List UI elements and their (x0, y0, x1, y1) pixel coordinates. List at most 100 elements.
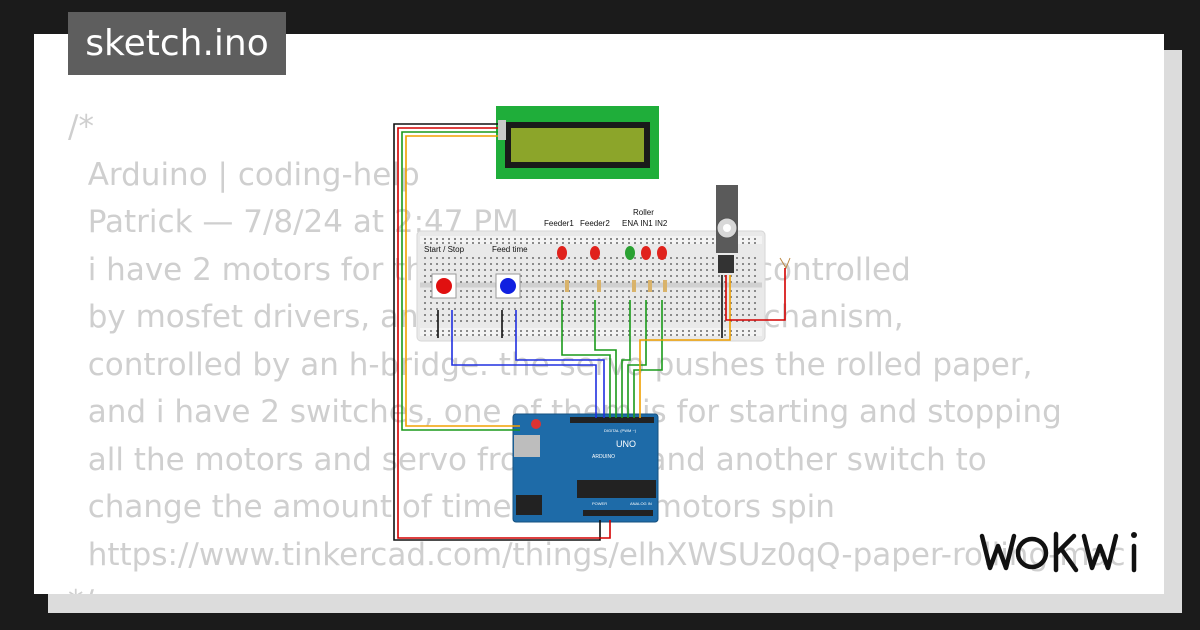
breadboard-hole (622, 296, 624, 298)
breadboard-hole (472, 308, 474, 310)
breadboard-hole (700, 296, 702, 298)
breadboard-hole (658, 314, 660, 316)
breadboard-hole (496, 308, 498, 310)
breadboard-hole (724, 320, 726, 322)
breadboard-hole (622, 263, 624, 265)
breadboard-hole (604, 238, 606, 240)
breadboard-rail-bottom (420, 328, 762, 336)
breadboard-hole (538, 290, 540, 292)
breadboard-hole (616, 275, 618, 277)
breadboard-hole (610, 281, 612, 283)
breadboard-hole (436, 334, 438, 336)
breadboard-hole (430, 302, 432, 304)
breadboard-hole (430, 281, 432, 283)
breadboard-hole (676, 330, 678, 332)
breadboard-hole (610, 330, 612, 332)
breadboard-hole (496, 330, 498, 332)
breadboard-hole (598, 314, 600, 316)
breadboard-hole (622, 308, 624, 310)
breadboard-hole (460, 320, 462, 322)
breadboard-hole (430, 330, 432, 332)
breadboard-hole (466, 242, 468, 244)
breadboard-hole (520, 308, 522, 310)
breadboard-hole (586, 269, 588, 271)
breadboard-hole (466, 330, 468, 332)
breadboard-hole (604, 269, 606, 271)
file-tab[interactable]: sketch.ino (68, 12, 286, 75)
breadboard-hole (688, 320, 690, 322)
arduino-power-label: POWER (592, 501, 607, 506)
breadboard-hole (712, 308, 714, 310)
breadboard-hole (742, 257, 744, 259)
breadboard-hole (430, 275, 432, 277)
breadboard-hole (466, 257, 468, 259)
wokwi-logo[interactable] (978, 526, 1150, 576)
breadboard-hole (748, 330, 750, 332)
breadboard-hole (454, 302, 456, 304)
breadboard-hole (658, 320, 660, 322)
breadboard-hole (532, 314, 534, 316)
breadboard-hole (484, 281, 486, 283)
breadboard-hole (460, 308, 462, 310)
breadboard-hole (724, 281, 726, 283)
breadboard-hole (538, 308, 540, 310)
breadboard-hole (580, 334, 582, 336)
breadboard-hole (736, 330, 738, 332)
breadboard-hole (484, 238, 486, 240)
breadboard-hole (526, 296, 528, 298)
breadboard-hole (688, 263, 690, 265)
breadboard-hole (694, 242, 696, 244)
breadboard-hole (538, 302, 540, 304)
breadboard-hole (502, 263, 504, 265)
breadboard-hole (724, 296, 726, 298)
breadboard-hole (472, 263, 474, 265)
breadboard-hole (454, 330, 456, 332)
arduino-digital-label: DIGITAL (PWM ~) (604, 428, 637, 433)
breadboard-hole (700, 275, 702, 277)
breadboard-hole (448, 257, 450, 259)
breadboard-hole (664, 308, 666, 310)
breadboard-hole (592, 269, 594, 271)
breadboard-hole (598, 296, 600, 298)
breadboard-hole (598, 302, 600, 304)
breadboard-hole (724, 275, 726, 277)
breadboard-hole (502, 320, 504, 322)
breadboard-hole (640, 308, 642, 310)
breadboard-hole (538, 281, 540, 283)
breadboard-hole (628, 281, 630, 283)
breadboard-hole (676, 302, 678, 304)
breadboard-hole (574, 296, 576, 298)
breadboard-hole (616, 314, 618, 316)
breadboard-hole (508, 238, 510, 240)
breadboard-hole (520, 314, 522, 316)
breadboard-hole (448, 320, 450, 322)
breadboard-hole (682, 320, 684, 322)
breadboard-hole (700, 330, 702, 332)
breadboard-hole (550, 334, 552, 336)
breadboard-hole (502, 269, 504, 271)
breadboard-hole (736, 269, 738, 271)
breadboard-hole (640, 242, 642, 244)
breadboard-hole (730, 334, 732, 336)
breadboard-hole (592, 275, 594, 277)
breadboard-hole (484, 334, 486, 336)
breadboard-hole (754, 242, 756, 244)
breadboard-hole (610, 320, 612, 322)
breadboard-hole (424, 290, 426, 292)
breadboard-hole (724, 308, 726, 310)
breadboard-hole (694, 314, 696, 316)
breadboard-hole (634, 320, 636, 322)
breadboard-hole (604, 308, 606, 310)
breadboard-hole (742, 330, 744, 332)
breadboard-hole (508, 269, 510, 271)
breadboard-hole (574, 330, 576, 332)
breadboard-hole (688, 308, 690, 310)
breadboard-hole (640, 330, 642, 332)
breadboard-hole (568, 296, 570, 298)
breadboard-hole (670, 330, 672, 332)
breadboard-hole (502, 238, 504, 240)
breadboard-hole (694, 290, 696, 292)
breadboard-hole (472, 296, 474, 298)
breadboard-hole (712, 320, 714, 322)
